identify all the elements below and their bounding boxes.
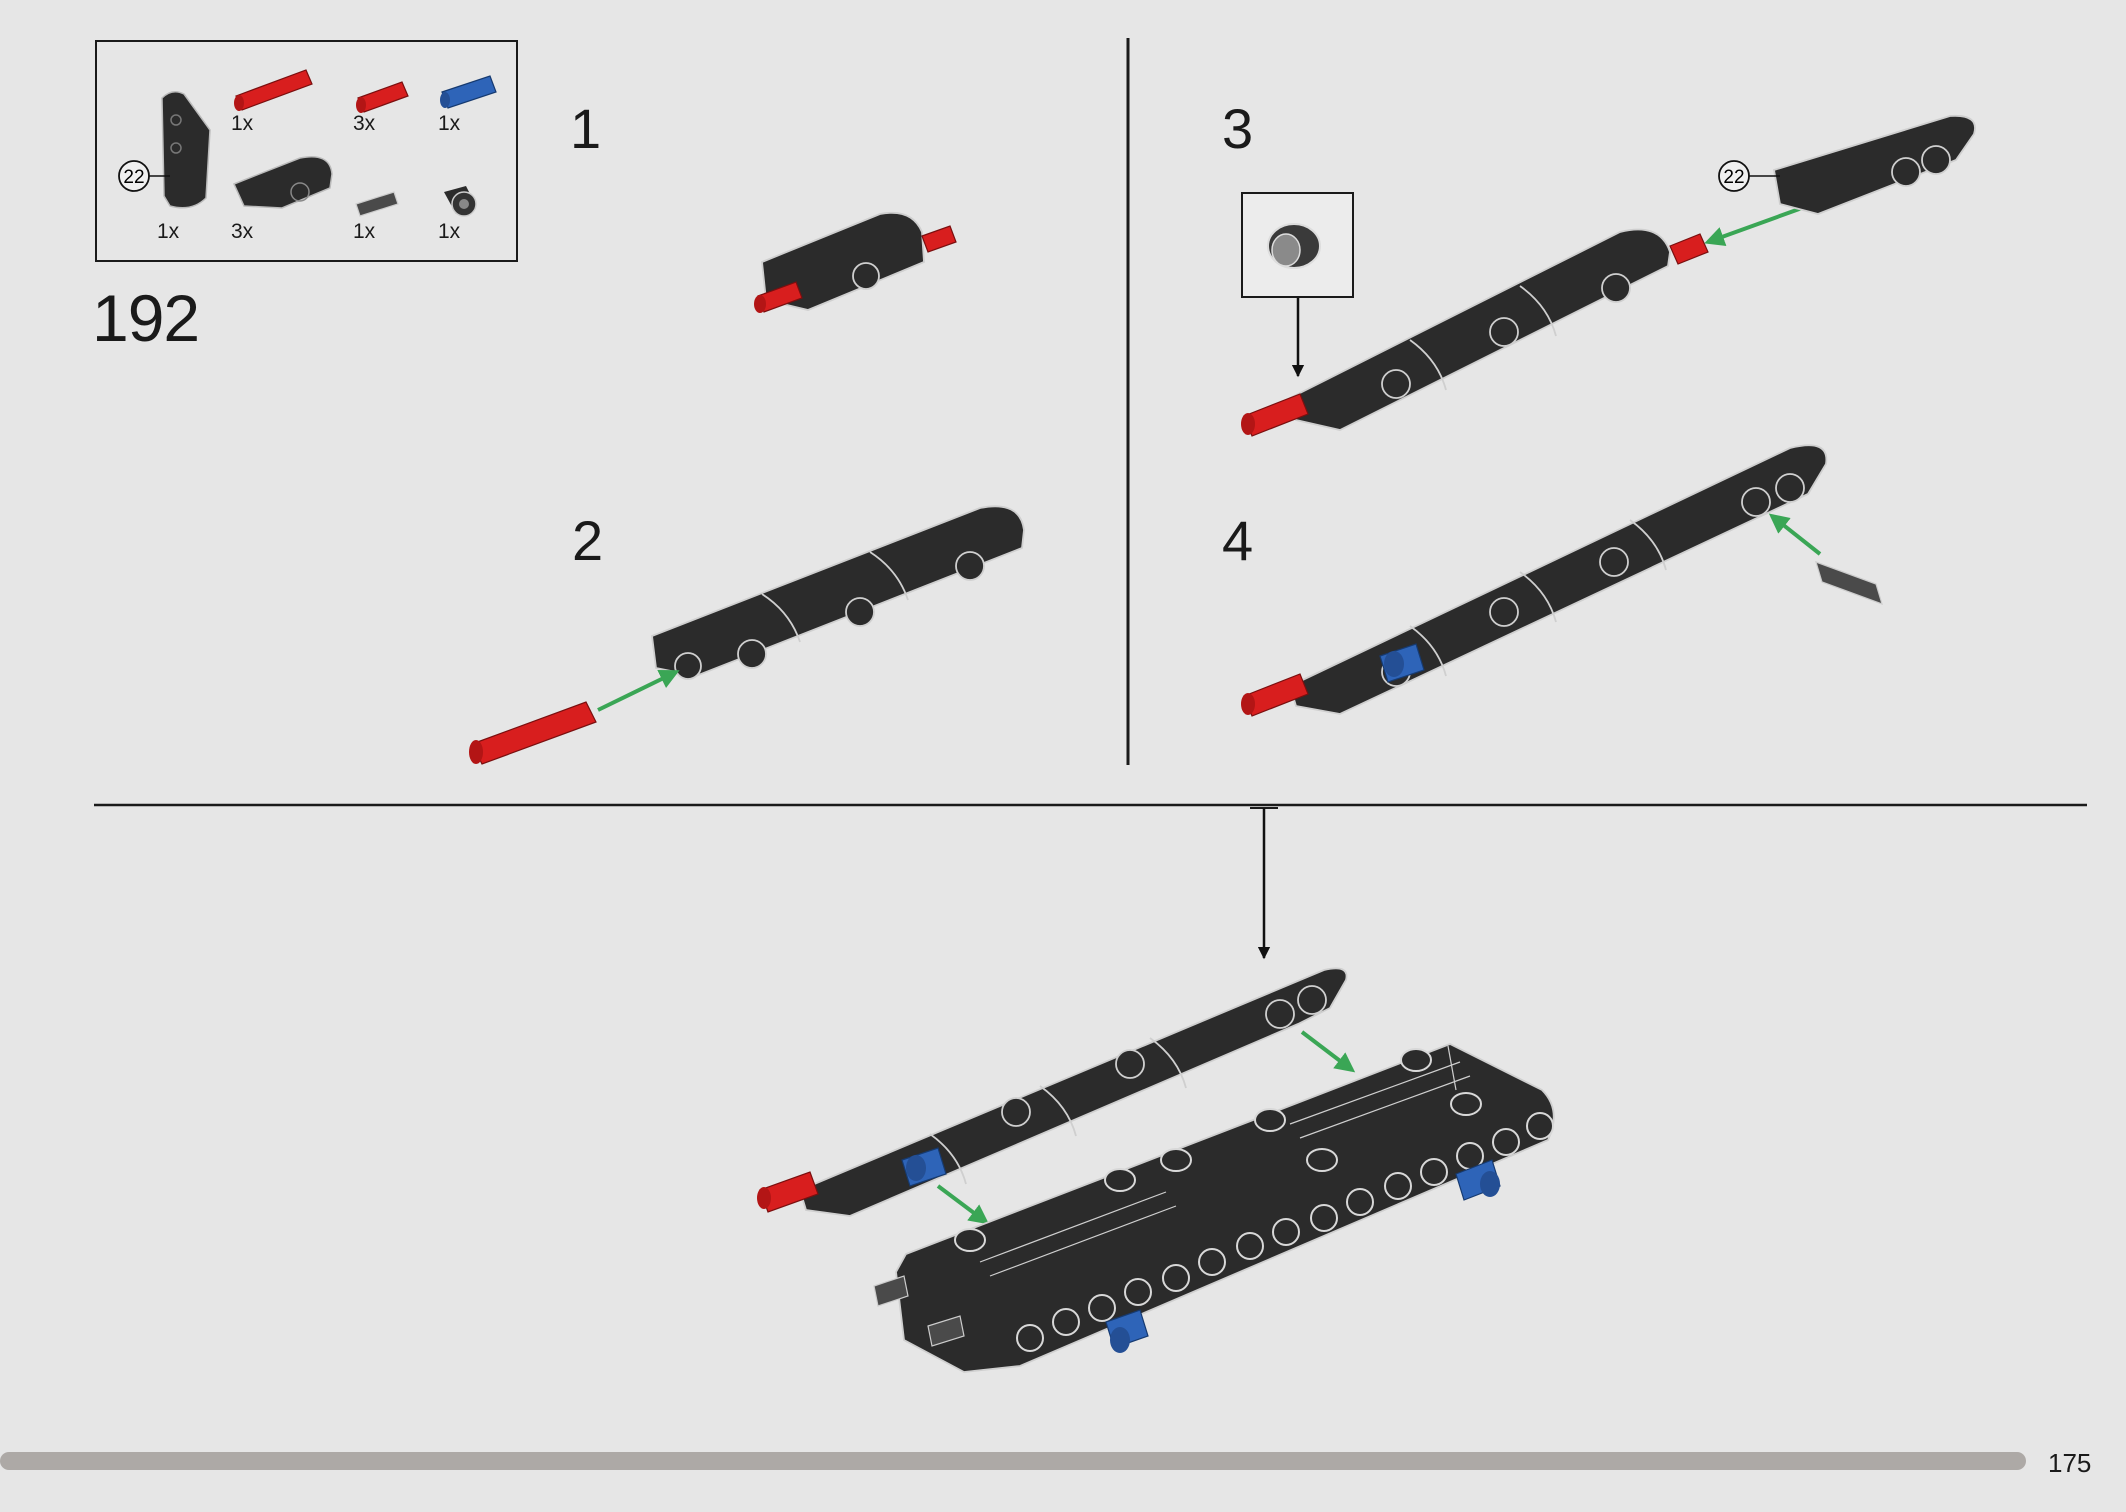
qty-bush: 1x [438, 220, 461, 243]
ref-22-step3-label: 22 [1723, 167, 1744, 188]
qty-grey-pin: 1x [353, 220, 376, 243]
qty-bowed-panel: 1x [157, 220, 180, 243]
ref-22-label: 22 [123, 167, 144, 188]
sub-step-2: 2 [572, 509, 604, 572]
qty-red-pin: 3x [353, 112, 376, 135]
sub-step-1: 1 [570, 97, 602, 160]
qty-red-pin-long: 1x [231, 112, 254, 135]
qty-blue-pin: 1x [438, 112, 461, 135]
step3-assembly [1241, 114, 1976, 437]
sub-step-3: 3 [1222, 97, 1254, 160]
sub-step-4: 4 [1222, 509, 1254, 572]
dark-curved-panel-icon [232, 156, 333, 209]
qty-curved-panel: 3x [231, 220, 254, 243]
page-number: 175 [2048, 1448, 2092, 1478]
build-step-number: 192 [92, 281, 200, 355]
grey-pin-icon [355, 191, 399, 217]
step4-assembly [1241, 444, 1883, 717]
main-assembly [757, 967, 1555, 1373]
red-pin-long-icon [234, 69, 313, 111]
blue-pin-icon [440, 75, 497, 109]
dark-bowed-panel-icon [118, 91, 211, 209]
progress-bar [0, 1452, 2026, 1470]
red-pin-icon [356, 81, 409, 113]
step2-assembly [469, 505, 1025, 765]
dark-bush-icon [444, 186, 477, 217]
parts-list-box [95, 40, 518, 262]
step1-assembly [754, 211, 957, 313]
